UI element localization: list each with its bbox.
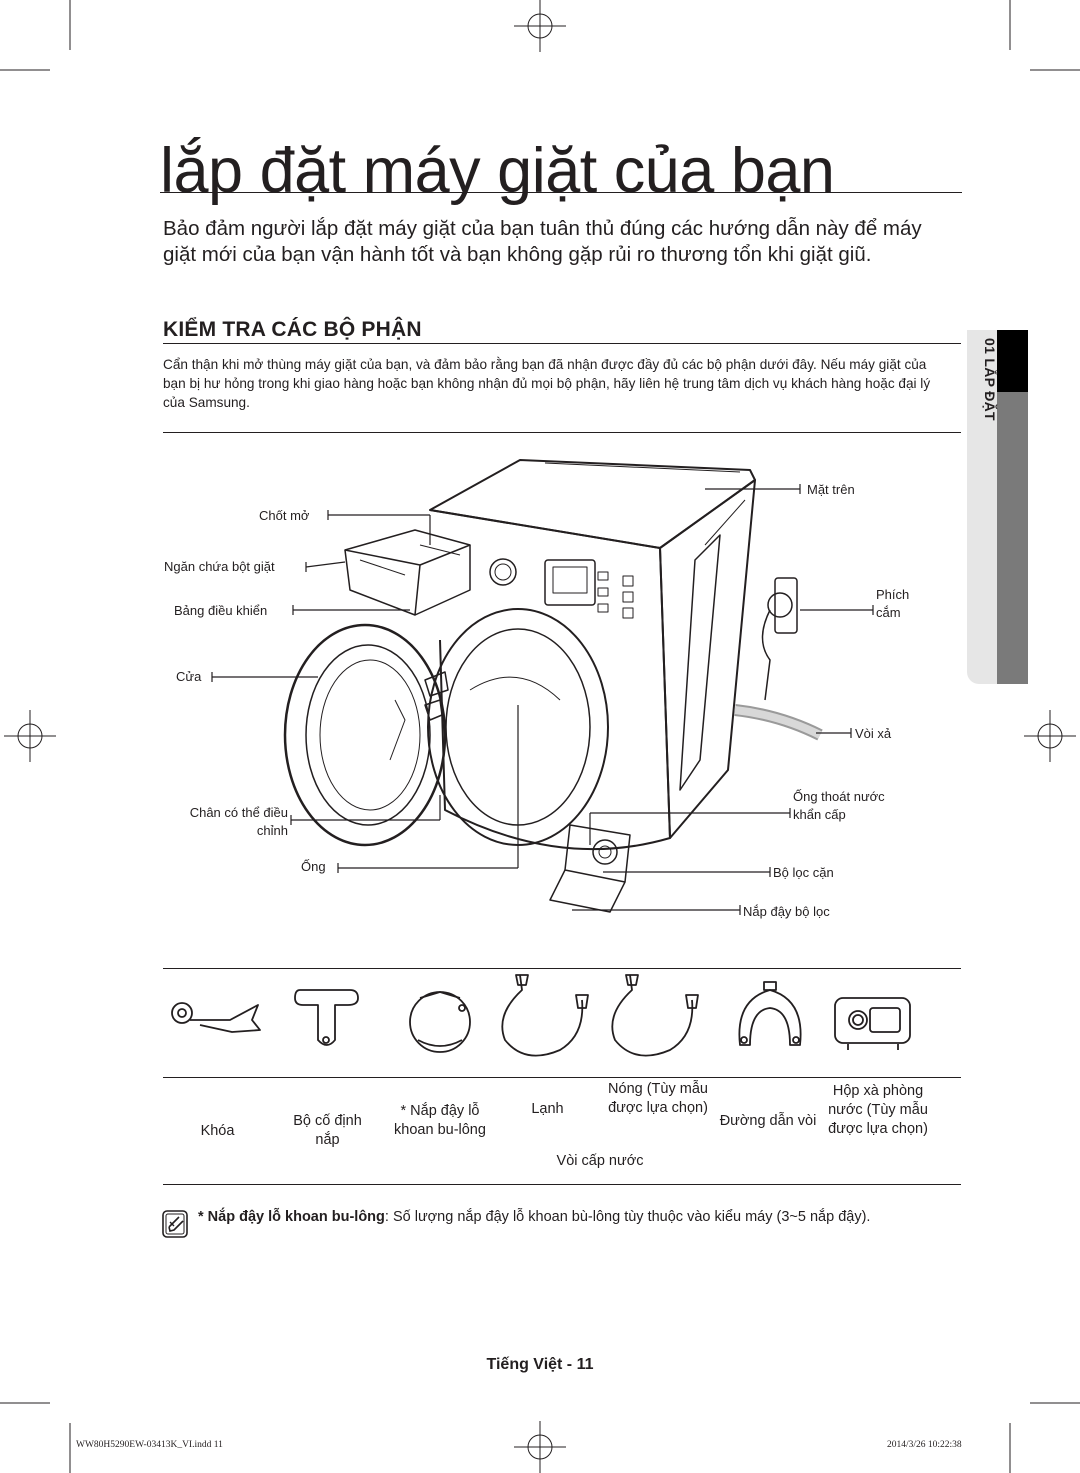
label-control-panel: Bảng điều khiển	[174, 603, 268, 618]
side-tab-marker	[997, 330, 1028, 392]
accessories-illustrations	[171, 974, 911, 1057]
accessory-label-bolt-hole-cover: * Nắp đậy lỗ khoan bu-lông	[394, 1103, 486, 1138]
door-ring	[283, 623, 447, 847]
label-power-plug: Phích cắm	[876, 587, 910, 620]
label-filter-cover: Nắp đậy bộ lọc	[743, 904, 830, 919]
intro-paragraph: Bảo đảm người lắp đặt máy giặt của bạn t…	[163, 217, 922, 266]
liquid-detergent-box-icon	[834, 997, 911, 1050]
side-tab-label: 01 LẮP ĐẶT	[982, 338, 998, 421]
label-tub: Ống	[301, 859, 326, 874]
accessories-label-rule	[163, 1077, 961, 1078]
page-number: Tiếng Việt - 11	[486, 1356, 594, 1373]
bolt-hole-cover-icon	[409, 991, 471, 1053]
washing-machine-illustration	[211, 459, 874, 915]
accessory-label-detergent-box: Hộp xà phòng nước (Tùy mẫu được lựa chọn…	[828, 1083, 928, 1137]
side-tab-bar	[997, 392, 1028, 684]
accessories-bottom-rule	[163, 1184, 961, 1185]
note-bold: * Nắp đậy lỗ khoan bu-lông	[198, 1209, 385, 1225]
note-icon	[162, 1210, 188, 1238]
hose-holder-cap-icon	[294, 989, 359, 1046]
label-drain-hose: Vòi xả	[855, 726, 892, 741]
registration-mark-icon	[4, 0, 1076, 1473]
title-rule	[160, 192, 962, 193]
accessory-label-cold: Lạnh	[531, 1101, 564, 1117]
section-description: Cẩn thận khi mở thùng máy giặt của bạn, …	[163, 357, 931, 410]
spanner-icon	[171, 1002, 261, 1033]
label-emergency-drain-tube: Ống thoát nước khẩn cấp	[793, 789, 885, 822]
diagram-top-rule	[163, 432, 961, 433]
accessories-top-rule	[163, 968, 961, 969]
accessory-label-spanner: Khóa	[200, 1123, 235, 1139]
hose-guide-icon	[738, 981, 802, 1046]
label-door: Cửa	[176, 669, 202, 684]
side-tab-background	[967, 330, 997, 684]
section-heading: KIỂM TRA CÁC BỘ PHẬN	[163, 318, 422, 341]
page-title: lắp đặt máy giặt của bạn	[160, 136, 835, 206]
note-body: : Số lượng nắp đậy lỗ khoan bù-lông tùy …	[384, 1209, 871, 1225]
label-adjustable-feet: Chân có thể điều chỉnh	[189, 805, 288, 838]
accessory-label-hose-guide: Đường dẫn vòi	[719, 1113, 817, 1129]
accessory-label-hose-holder-cap: Bộ cố định nắp	[293, 1113, 362, 1148]
cold-water-hose-icon	[501, 974, 589, 1057]
label-detergent-drawer: Ngăn chứa bột giặt	[164, 559, 275, 574]
machine-front-panel	[429, 509, 671, 851]
label-door-latch: Chốt mở	[259, 508, 310, 523]
label-debris-filter: Bộ lọc cặn	[773, 865, 834, 880]
accessory-label-water-supply-hose: Vòi cấp nước	[556, 1153, 644, 1169]
accessory-label-hot: Nóng (Tùy mẫu được lựa chọn)	[608, 1081, 708, 1116]
machine-side-panel	[659, 479, 756, 839]
section-heading-rule	[163, 343, 961, 344]
footer-file: WW80H5290EW-03413K_VI.indd 11	[76, 1440, 223, 1450]
label-top-panel: Mặt trên	[807, 482, 855, 497]
note-text: * Nắp đậy lỗ khoan bu-lông: Số lượng nắp…	[198, 1207, 938, 1228]
hot-water-hose-icon	[611, 974, 699, 1057]
leader-lines	[211, 484, 874, 915]
footer-timestamp: 2014/3/26 10:22:38	[887, 1440, 962, 1450]
machine-top-panel	[429, 459, 756, 549]
